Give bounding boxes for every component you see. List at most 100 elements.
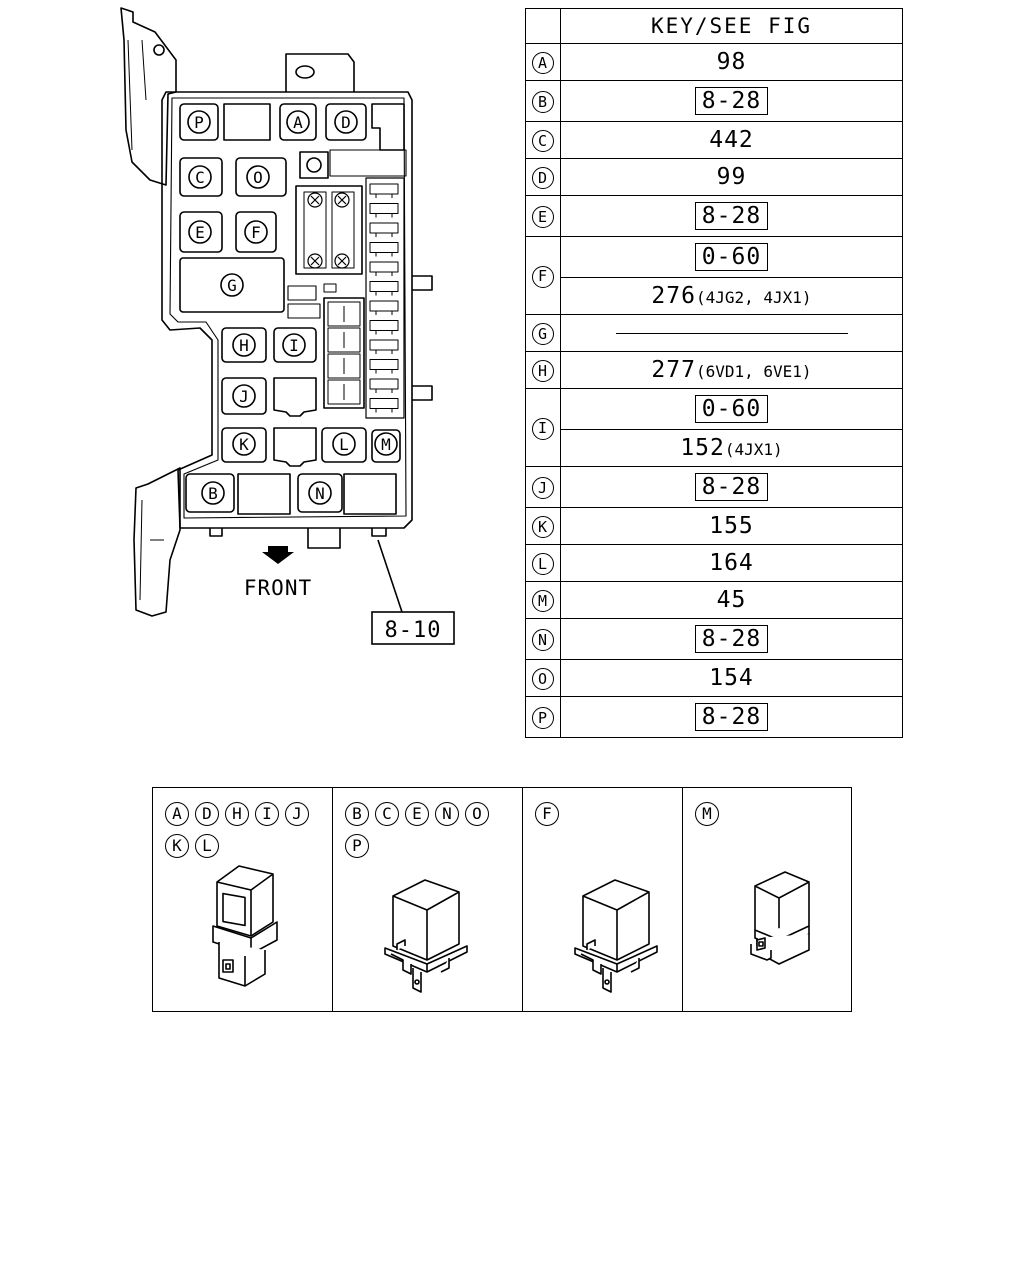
fuse-box-position-k: K: [232, 432, 256, 456]
relay-position-letter: E: [405, 802, 429, 826]
fuse-box-position-e: E: [188, 220, 212, 244]
fuse-blade: [369, 222, 399, 237]
relay-position-letter: B: [345, 802, 369, 826]
svg-text:D: D: [341, 113, 351, 132]
svg-text:A: A: [293, 113, 303, 132]
relay-applicable-positions: F: [535, 802, 678, 826]
fuse-blade: [369, 300, 399, 315]
fuse-box-position-p: P: [187, 110, 211, 134]
relay-type-cell: F: [522, 788, 682, 1011]
key-letter: H: [532, 360, 554, 383]
figure-reference: 8-28: [694, 703, 769, 731]
blank-entry-line: [615, 332, 848, 334]
relay-position-letter: J: [285, 802, 309, 826]
svg-text:K: K: [239, 435, 249, 454]
key-letter: N: [532, 629, 554, 652]
front-arrow-icon: [262, 546, 294, 564]
key-letter: A: [532, 52, 554, 75]
fusible-link-terminal-icon: [334, 253, 350, 269]
fuse-box-position-h: H: [232, 333, 256, 357]
fuse-box-position-o: O: [246, 165, 270, 189]
svg-text:G: G: [227, 276, 237, 295]
key-letter: D: [532, 167, 554, 190]
callout-leader: [377, 539, 403, 613]
fuse-box-position-f: F: [244, 220, 268, 244]
engine-applicability-note: (4JG2, 4JX1): [695, 287, 812, 307]
svg-text:J: J: [239, 387, 249, 406]
svg-text:N: N: [315, 484, 325, 503]
relay-mini-icon: [212, 865, 278, 987]
mounting-bracket-bottom: [133, 467, 181, 617]
fuse-box-position-c: C: [188, 165, 212, 189]
fuse-blade: [369, 398, 399, 413]
callout-label: 8-10: [385, 618, 442, 643]
mounting-bracket-top: [120, 7, 177, 186]
svg-text:I: I: [289, 336, 299, 355]
fuse-blade: [369, 339, 399, 354]
key-table-row: D 99: [525, 158, 903, 196]
relay-position-letter: H: [225, 802, 249, 826]
fusible-link-terminal-icon: [334, 192, 350, 208]
relay-mini-side-tab-icon: [750, 871, 810, 965]
svg-text:F: F: [251, 223, 261, 242]
relay-position-letter: K: [165, 834, 189, 858]
engine-applicability-note: (4JX1): [724, 439, 783, 459]
svg-text:P: P: [194, 113, 204, 132]
relay-position-letter: M: [695, 802, 719, 826]
svg-text:B: B: [208, 484, 218, 503]
callout-box: [371, 611, 455, 645]
fuse-blade: [369, 320, 399, 335]
svg-text:L: L: [339, 435, 349, 454]
key-value: 99: [716, 163, 747, 190]
relay-applicable-positions: M: [695, 802, 847, 826]
key-letter: L: [532, 553, 554, 576]
key-table-row: 152(4JX1): [526, 429, 903, 467]
key-table-row: 276(4JG2, 4JX1): [526, 277, 903, 315]
key-table-row: G: [525, 314, 903, 352]
key-letter: E: [532, 206, 554, 229]
fuse-blade: [369, 242, 399, 257]
key-table-header-row: KEY/SEE FIG: [525, 8, 903, 44]
relay-position-letter: I: [255, 802, 279, 826]
engine-applicability-note: (6VD1, 6VE1): [695, 361, 812, 381]
relay-position-letter: L: [195, 834, 219, 858]
fuse-box-position-b: B: [201, 481, 225, 505]
key-letter: M: [532, 590, 554, 613]
figure-reference: 0-60: [694, 243, 769, 271]
key-value: 277: [651, 356, 696, 383]
svg-text:C: C: [195, 168, 205, 187]
key-letter: O: [532, 668, 554, 691]
svg-text:E: E: [195, 223, 205, 242]
fuse-box-position-d: D: [334, 110, 358, 134]
fuse-box-housing: [161, 91, 413, 529]
key-table-row: L 164: [525, 544, 903, 582]
figure-reference: 8-28: [694, 202, 769, 230]
fuse-blade: [369, 203, 399, 218]
key-value: 164: [709, 549, 754, 576]
fuse-blade: [369, 183, 399, 198]
front-label: FRONT: [244, 576, 312, 600]
svg-text:O: O: [253, 168, 263, 187]
relay-cube-icon: [384, 879, 468, 993]
relay-type-cell: M: [682, 788, 851, 1011]
relay-position-letter: A: [165, 802, 189, 826]
key-table-row: H 277(6VD1, 6VE1): [525, 351, 903, 389]
fuse-blade: [369, 359, 399, 374]
key-value: 98: [716, 48, 747, 75]
fuse-blade: [369, 378, 399, 393]
fusible-link-terminal-icon: [307, 192, 323, 208]
relay-cube-icon: [574, 879, 658, 993]
key-letter: G: [532, 323, 554, 346]
fuse-box-position-n: N: [308, 481, 332, 505]
relay-position-letter: N: [435, 802, 459, 826]
key-table-row: A 98: [525, 43, 903, 81]
